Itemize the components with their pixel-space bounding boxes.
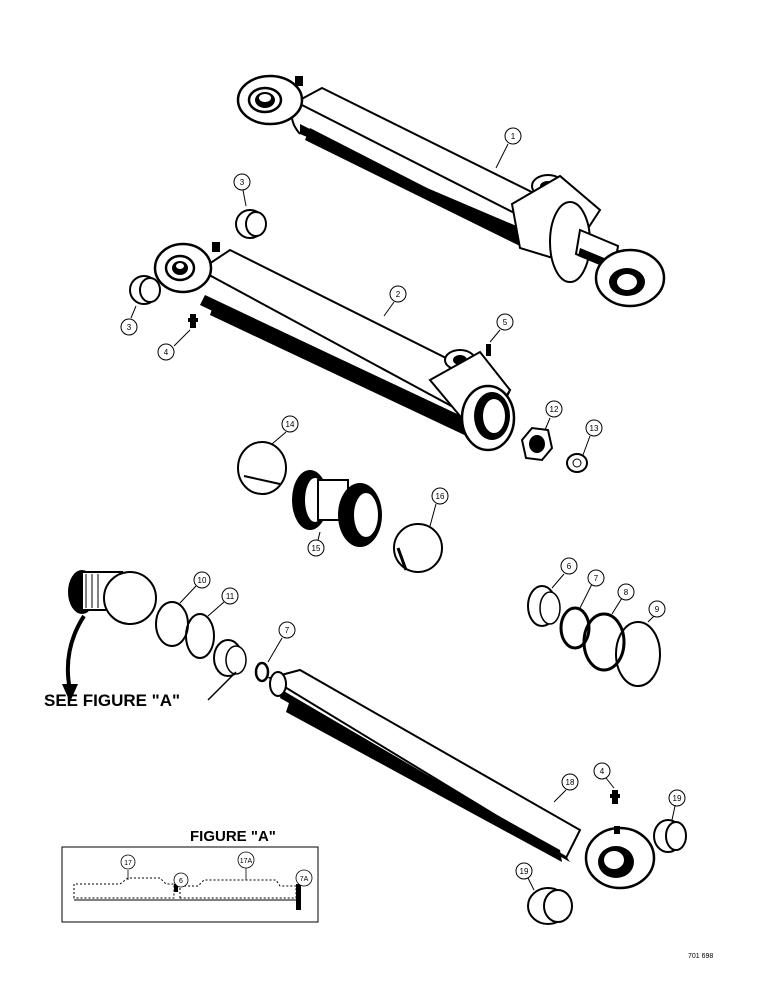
- bushing: [129, 275, 161, 305]
- bushing: [235, 209, 267, 239]
- callout-label: 7: [285, 626, 290, 635]
- callout-3: 3: [120, 305, 138, 336]
- figure-a-inset: 17 6 17A 7A: [61, 846, 319, 923]
- callout-label: 9: [655, 605, 660, 614]
- callout-label: 1: [511, 132, 516, 141]
- callout-4: 4: [593, 762, 615, 789]
- callout-7: 7: [579, 569, 605, 609]
- grease-fitting: [486, 344, 491, 356]
- callout-7: 7: [267, 621, 296, 663]
- piston-seal-plate: [237, 441, 287, 495]
- rod-seal: [213, 639, 247, 677]
- callout-label: 10: [198, 576, 207, 585]
- gland: [68, 570, 157, 625]
- o-ring: [559, 606, 591, 650]
- figure-a-title: FIGURE "A": [190, 828, 276, 845]
- backup-ring: [615, 621, 661, 687]
- callout-8: 8: [611, 583, 635, 615]
- callout-label: 11: [226, 592, 235, 601]
- callout-label: 4: [600, 767, 605, 776]
- see-figure-arrow: [62, 614, 86, 702]
- cylinder-barrel: [153, 242, 516, 452]
- nut: [520, 426, 554, 462]
- callout-label: 4: [164, 348, 169, 357]
- see-figure-label: SEE FIGURE "A": [44, 691, 180, 710]
- bushing: [527, 887, 573, 925]
- bushing: [653, 819, 687, 853]
- callout-label: 7A: [300, 876, 309, 883]
- piston-seal-plate: [393, 523, 443, 573]
- callout-3: 3: [233, 173, 251, 207]
- callout-16: 16: [429, 487, 449, 527]
- callout-label: 15: [312, 544, 321, 553]
- callout-label: 12: [550, 405, 559, 414]
- callout-9: 9: [647, 600, 666, 623]
- callout-15: 15: [307, 531, 325, 557]
- callout-19: 19: [668, 789, 686, 821]
- callout-1: 1: [495, 127, 522, 169]
- callout-4: 4: [157, 329, 191, 361]
- piston: [292, 470, 382, 547]
- callout-label: 5: [503, 318, 508, 327]
- callout-5: 5: [489, 313, 514, 343]
- callout-label: 14: [286, 420, 295, 429]
- callout-label: 17A: [240, 858, 253, 865]
- callout-label: 16: [436, 492, 445, 501]
- callout-2: 2: [383, 285, 407, 317]
- callout-label: 7: [594, 574, 599, 583]
- callout-label: 13: [590, 424, 599, 433]
- callout-14: 14: [271, 415, 299, 445]
- callout-13: 13: [582, 419, 603, 456]
- drawing-number: 701 698: [688, 953, 713, 960]
- callout-label: 6: [179, 878, 183, 885]
- wear-ring: [185, 613, 215, 659]
- callout-label: 19: [673, 794, 682, 803]
- see-figure-arrow: [207, 671, 237, 701]
- cylinder-assembly: [236, 74, 666, 308]
- callout-19: 19: [515, 862, 535, 891]
- callout-label: 18: [566, 778, 575, 787]
- callout-label: 2: [396, 290, 401, 299]
- callout-18: 18: [553, 773, 579, 803]
- callout-11: 11: [207, 587, 239, 617]
- piston-rod: [267, 668, 656, 890]
- callout-label: 19: [520, 867, 529, 876]
- callout-10: 10: [179, 571, 211, 604]
- washer: [566, 453, 588, 473]
- grease-fitting: [188, 314, 198, 328]
- callout-label: 3: [240, 178, 245, 187]
- wear-ring: [155, 601, 189, 647]
- grease-fitting: [610, 790, 620, 804]
- callout-label: 17: [124, 860, 132, 867]
- callout-label: 3: [127, 323, 132, 332]
- rod-o-ring: [254, 661, 270, 683]
- callout-label: 6: [567, 562, 572, 571]
- seal-ring: [527, 585, 561, 627]
- callout-label: 8: [624, 588, 629, 597]
- callout-6: 6: [551, 557, 578, 589]
- o-ring: [582, 612, 626, 672]
- callout-12: 12: [544, 400, 563, 431]
